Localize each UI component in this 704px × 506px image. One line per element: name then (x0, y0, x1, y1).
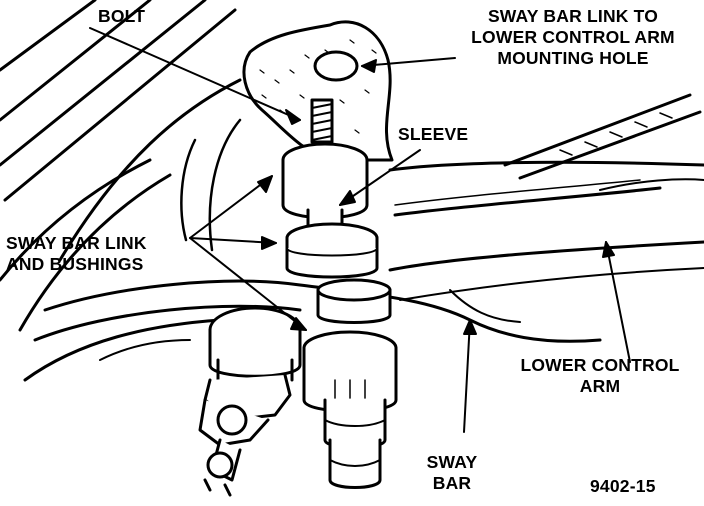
lower-control-arm-label-line-1: LOWER CONTROL (520, 355, 680, 375)
lower-control-arm-label-line-2: ARM (579, 376, 621, 396)
mounting-hole-label-line-1: SWAY BAR LINK TO (487, 6, 659, 26)
bolt-label: BOLT (98, 6, 146, 26)
sway-bar-label-line-2: BAR (432, 473, 472, 493)
sway-bar-label-line-1: SWAY (426, 452, 478, 472)
sway-bar-label: SWAY BAR (412, 452, 492, 494)
link-bushings-label-line-2: AND BUSHINGS (6, 254, 144, 274)
link-bushings-label-line-1: SWAY BAR LINK (6, 233, 147, 253)
shock-assembly (198, 306, 302, 497)
lower-control-arm-label: LOWER CONTROL ARM (500, 355, 700, 397)
sleeve-label: SLEEVE (398, 124, 469, 144)
upper-strut (503, 93, 702, 180)
link-assembly (281, 98, 398, 489)
figure-number: 9402-15 (590, 476, 656, 496)
link-bushings-label: SWAY BAR LINK AND BUSHINGS (6, 233, 147, 275)
mounting-hole-label-line-2: LOWER CONTROL ARM (471, 27, 675, 47)
lower-control-arm (388, 160, 704, 301)
mounting-hole-label: SWAY BAR LINK TO LOWER CONTROL ARM MOUNT… (448, 6, 698, 69)
mounting-hole (313, 50, 359, 82)
fender-lines (0, 0, 242, 332)
frame-inner-curve (208, 118, 242, 252)
mounting-hole-label-line-3: MOUNTING HOLE (497, 48, 649, 68)
leader-lines (89, 27, 631, 433)
frame-lower-curve (180, 138, 197, 242)
